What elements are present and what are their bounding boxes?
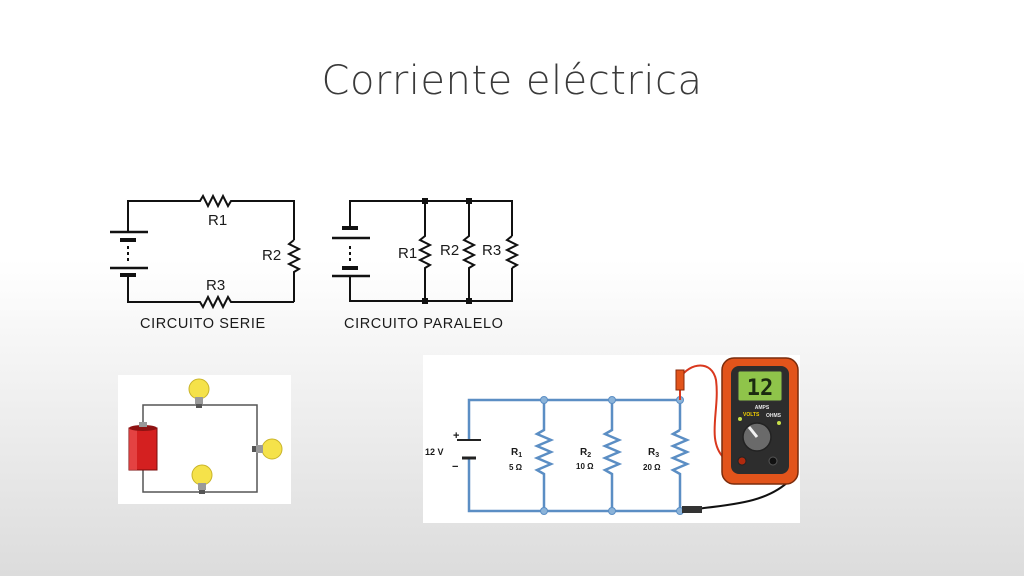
parallel-circuit-diagram bbox=[332, 200, 520, 302]
series-label-r1: R1 bbox=[208, 212, 227, 229]
mode-label-volts: VOLTS bbox=[743, 412, 760, 418]
selector-dial-pointer bbox=[747, 426, 759, 438]
series-label-r2: R2 bbox=[262, 247, 281, 264]
junction-dot bbox=[422, 298, 428, 304]
series-circuit-diagram bbox=[110, 193, 302, 310]
parallel-resistor-r2 bbox=[461, 201, 477, 301]
lcd-screen bbox=[737, 370, 783, 402]
red-probe-lead bbox=[679, 364, 725, 459]
battery-minus-sign: − bbox=[452, 461, 458, 473]
parallel-caption: CIRCUITO PARALELO bbox=[344, 316, 504, 332]
parallel-junctions bbox=[422, 198, 472, 304]
resistor-r2-value: 10 Ω bbox=[576, 462, 594, 471]
series-caption: CIRCUITO SERIE bbox=[140, 316, 266, 332]
probe-jack bbox=[737, 456, 747, 466]
resistor-r1-value: 5 Ω bbox=[509, 463, 523, 472]
battery-icon bbox=[128, 422, 158, 471]
series-label-r3: R3 bbox=[206, 277, 225, 294]
slide-title: Corriente eléctrica bbox=[321, 58, 703, 104]
multimeter-circuit-nodes bbox=[540, 396, 684, 515]
black-probe-tip bbox=[682, 506, 702, 513]
lightbulb-icon bbox=[252, 438, 283, 460]
multimeter-device: 12 AMPS VOLTS OHMS bbox=[721, 357, 799, 485]
parallel-label-r1: R1 bbox=[398, 245, 417, 262]
parallel-label-r2: R2 bbox=[440, 242, 459, 259]
multimeter-circuit-illustration: + − 12 V R1 5 Ω R2 10 Ω R3 20 Ω 12 AMPS … bbox=[423, 355, 800, 523]
probe-jack bbox=[768, 456, 778, 466]
bulb-circuit-illustration bbox=[118, 375, 291, 504]
parallel-resistor-r3 bbox=[504, 235, 520, 269]
junction-dot bbox=[466, 298, 472, 304]
resistor-r1-label: R1 bbox=[511, 447, 522, 459]
parallel-wire-bottom bbox=[349, 268, 513, 302]
lightbulb-icon bbox=[188, 378, 210, 408]
parallel-resistor-r1 bbox=[417, 201, 433, 301]
lcd-reading: 12 bbox=[747, 376, 774, 401]
resistor-r3-label: R3 bbox=[648, 447, 659, 459]
multimeter-circuit-wires bbox=[467, 398, 691, 513]
resistor-r3-value: 20 Ω bbox=[643, 463, 661, 472]
series-wire-bottom bbox=[127, 275, 294, 310]
parallel-label-r3: R3 bbox=[482, 242, 501, 259]
lightbulb-icon bbox=[191, 464, 213, 494]
resistor-r2-label: R2 bbox=[580, 447, 591, 459]
junction-dot bbox=[466, 198, 472, 204]
series-wire-top bbox=[127, 193, 295, 240]
mode-label-ohms: OHMS bbox=[766, 413, 782, 419]
mode-label-amps: AMPS bbox=[755, 405, 770, 411]
parallel-wire-top bbox=[349, 200, 513, 236]
junction-dot bbox=[422, 198, 428, 204]
battery-plus-sign: + bbox=[453, 430, 459, 442]
source-voltage-label: 12 V bbox=[425, 447, 444, 457]
red-probe-tip bbox=[675, 369, 685, 391]
series-resistor-r2 bbox=[286, 239, 302, 302]
